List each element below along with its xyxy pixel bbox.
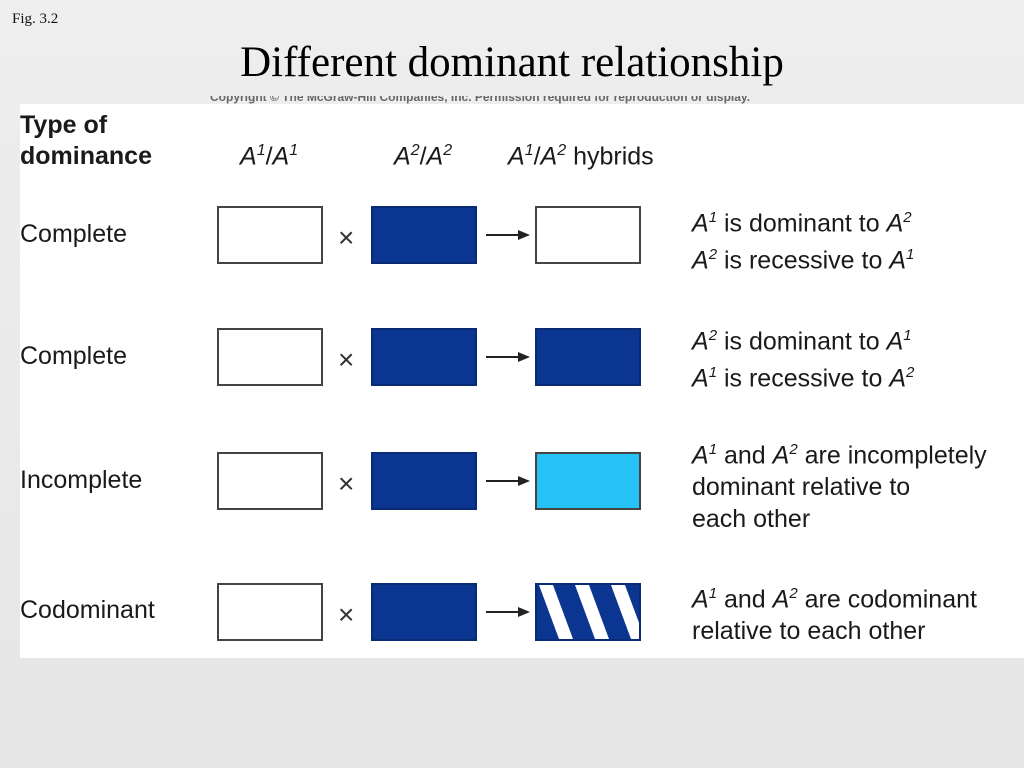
- parent2-box: [371, 452, 477, 510]
- arrow-right-icon: [486, 352, 530, 362]
- figure-label: Fig. 3.2: [12, 11, 59, 27]
- parent1-box: [217, 452, 323, 510]
- row-description: A1 and A2 are incompletely dominant relat…: [692, 434, 987, 535]
- parent2-box: [371, 328, 477, 386]
- cross-symbol: ×: [338, 599, 355, 630]
- row-label: Codominant: [20, 596, 155, 624]
- copyright-notice: Copyright © The McGraw-Hill Companies, I…: [210, 96, 751, 104]
- parent2-box: [371, 206, 477, 264]
- hybrid-box: [535, 328, 641, 386]
- cross-symbol: ×: [338, 222, 355, 253]
- description-line: A1 and A2 are incompletely: [692, 441, 987, 470]
- description-line: A1 and A2 are codominant: [692, 585, 977, 614]
- dominance-diagram: Copyright © The McGraw-Hill Companies, I…: [20, 96, 1024, 658]
- row-label: Incomplete: [20, 466, 143, 494]
- description-line: A1 is recessive to A2: [692, 364, 915, 393]
- header-parent2-genotype: A2/A2: [394, 142, 453, 171]
- description-line: A1 is dominant to A2: [692, 209, 912, 238]
- hybrid-box: [535, 583, 641, 641]
- arrow-right-icon: [486, 607, 530, 617]
- row-label: Complete: [20, 342, 127, 370]
- row-description: A2 is dominant to A1 A1 is recessive to A…: [692, 320, 914, 395]
- row-label: Complete: [20, 220, 127, 248]
- codominant-stripes: [537, 585, 639, 639]
- description-line: A2 is recessive to A1: [692, 246, 915, 275]
- parent2-box: [371, 583, 477, 641]
- arrow-right-icon: [486, 230, 530, 240]
- cross-symbol: ×: [338, 468, 355, 499]
- slide-title: Different dominant relationship: [240, 39, 784, 86]
- cross-symbol: ×: [338, 344, 355, 375]
- hybrid-box: [535, 206, 641, 264]
- parent1-box: [217, 206, 323, 264]
- header-parent1-genotype: A1/A1: [240, 142, 299, 171]
- description-line: dominant relative to: [692, 473, 911, 502]
- header-type-line2: dominance: [20, 142, 152, 170]
- hybrid-box: [535, 452, 641, 510]
- header-type-line1: Type of: [20, 111, 108, 139]
- header-type-of-dominance: Type of dominance: [20, 110, 152, 172]
- description-line: A2 is dominant to A1: [692, 327, 912, 356]
- header-hybrid-genotype: A1/A2 hybrids: [508, 142, 654, 171]
- parent1-box: [217, 583, 323, 641]
- arrow-right-icon: [486, 476, 530, 486]
- row-description: A1 is dominant to A2 A2 is recessive to A…: [692, 202, 914, 277]
- description-line: relative to each other: [692, 617, 926, 646]
- parent1-box: [217, 328, 323, 386]
- description-line: each other: [692, 505, 811, 534]
- row-description: A1 and A2 are codominant relative to each…: [692, 578, 977, 647]
